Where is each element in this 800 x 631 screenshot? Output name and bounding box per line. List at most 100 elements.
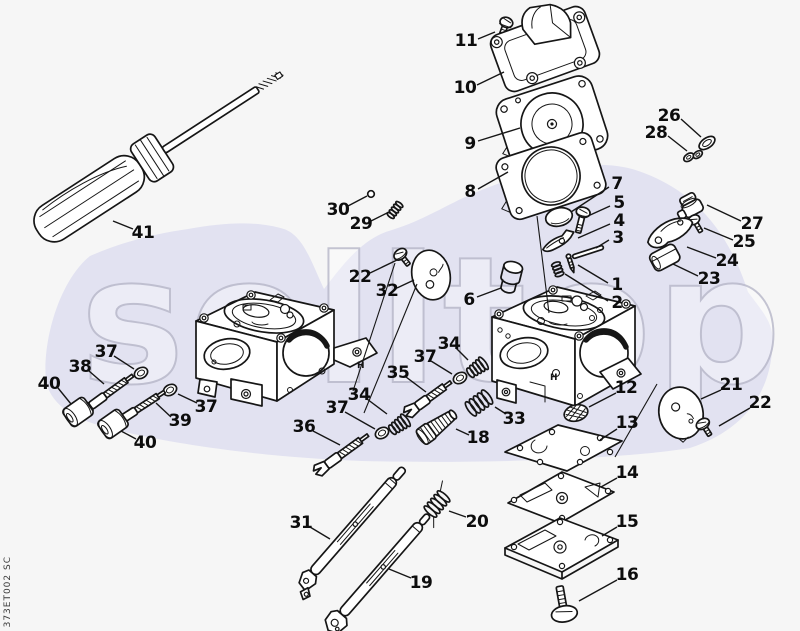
part-24-lever bbox=[647, 217, 694, 249]
part-21-cover-disc bbox=[657, 386, 705, 443]
part-12-screen bbox=[563, 403, 589, 423]
leader-line-10 bbox=[476, 71, 505, 86]
leader-line-32 bbox=[396, 279, 415, 289]
part-30-ball bbox=[366, 189, 376, 199]
part-29-spring bbox=[386, 200, 404, 220]
leader-line-31 bbox=[309, 526, 331, 540]
leader-line-24 bbox=[686, 246, 717, 259]
callout-40: 40 bbox=[37, 374, 61, 394]
callout-11: 11 bbox=[454, 31, 478, 51]
leader-line-41 bbox=[112, 220, 134, 230]
leader-line-11 bbox=[477, 31, 496, 40]
callout-33: 33 bbox=[502, 409, 526, 429]
leader-line-16 bbox=[578, 579, 618, 602]
leader-line-37 bbox=[430, 360, 453, 375]
leader-line-18 bbox=[455, 428, 470, 436]
leader-line-2 bbox=[564, 273, 609, 302]
leader-line-22 bbox=[369, 259, 398, 274]
leader-line-39 bbox=[155, 402, 172, 418]
callout-27: 27 bbox=[740, 214, 764, 234]
leader-line-34 bbox=[366, 398, 388, 415]
callout-1: 1 bbox=[611, 275, 623, 295]
callout-39: 39 bbox=[168, 411, 192, 431]
part-6-plug bbox=[500, 260, 524, 294]
part-19-throttle-shaft bbox=[324, 513, 431, 631]
callout-2: 2 bbox=[611, 293, 623, 313]
part-22-screw bbox=[695, 417, 713, 437]
leader-line-3 bbox=[595, 239, 610, 249]
part-20-spring bbox=[423, 480, 451, 529]
leader-line-33 bbox=[494, 406, 507, 415]
leader-line-37 bbox=[344, 411, 376, 430]
callout-19: 19 bbox=[409, 573, 433, 593]
callout-21: 21 bbox=[719, 375, 743, 395]
leader-line-21 bbox=[700, 389, 722, 400]
leader-line-30 bbox=[347, 195, 368, 207]
part-10-cover bbox=[489, 3, 601, 93]
part-28-washers bbox=[682, 149, 704, 163]
part-5-screw bbox=[574, 206, 591, 234]
callout-36: 36 bbox=[292, 417, 316, 437]
leader-line-37 bbox=[113, 355, 135, 370]
part-15-pump-cover bbox=[504, 517, 619, 580]
part-1-inlet-needle bbox=[565, 253, 575, 274]
leader-line-27 bbox=[706, 204, 742, 222]
leader-line-13 bbox=[599, 428, 618, 441]
callout-20: 20 bbox=[465, 512, 489, 532]
callout-22: 22 bbox=[348, 267, 372, 287]
leader-line-7 bbox=[570, 186, 610, 213]
part-4-metering-lever bbox=[542, 229, 575, 253]
callout-30: 30 bbox=[326, 200, 350, 220]
leader-line-20 bbox=[448, 510, 467, 518]
callout-15: 15 bbox=[615, 512, 639, 532]
part-right-carburetor-body bbox=[491, 285, 642, 407]
leader-line-15 bbox=[601, 526, 618, 537]
leader-line-19 bbox=[388, 568, 412, 579]
callout-23: 23 bbox=[697, 269, 721, 289]
callout-34: 34 bbox=[437, 334, 461, 354]
part-18-idle-screw bbox=[415, 409, 458, 446]
diagram-code: 373ET002 SC bbox=[3, 555, 13, 627]
leader-line-4 bbox=[577, 223, 611, 239]
callout-8: 8 bbox=[464, 182, 476, 202]
callout-31: 31 bbox=[289, 513, 313, 533]
callout-6: 6 bbox=[463, 290, 475, 310]
part-22-screw bbox=[393, 247, 411, 267]
part-36-adjusting-screw bbox=[312, 433, 370, 477]
leader-line-9 bbox=[477, 127, 521, 142]
callout-32: 32 bbox=[375, 281, 399, 301]
part-40-cap bbox=[97, 408, 129, 440]
callout-28: 28 bbox=[644, 123, 668, 143]
leader-line-23 bbox=[672, 263, 699, 277]
part-2-spring bbox=[550, 261, 565, 278]
part-37-o-ring bbox=[133, 366, 149, 380]
part-3-pin bbox=[571, 244, 605, 260]
part-14-pump-diaphragm bbox=[507, 471, 615, 524]
leader-line-36 bbox=[312, 430, 341, 446]
leader-line-1 bbox=[577, 264, 609, 284]
part-37-o-ring bbox=[374, 426, 390, 440]
callout-5: 5 bbox=[613, 193, 625, 213]
callout-13: 13 bbox=[615, 413, 639, 433]
leader-line-35 bbox=[405, 376, 427, 393]
leader-line-34 bbox=[455, 347, 469, 361]
callout-4: 4 bbox=[613, 211, 625, 231]
leader-line-37 bbox=[177, 393, 198, 404]
part-32-throttle-plate bbox=[410, 249, 452, 301]
callout-41: 41 bbox=[131, 223, 155, 243]
leader-line-14 bbox=[600, 477, 618, 488]
leader-line-8 bbox=[477, 171, 509, 190]
callout-37: 37 bbox=[413, 347, 437, 367]
install-line bbox=[614, 383, 658, 458]
leader-line-25 bbox=[703, 227, 734, 241]
leader-lines bbox=[57, 31, 751, 602]
part-7-plug-disc bbox=[544, 206, 574, 228]
leader-line-29 bbox=[370, 211, 390, 222]
callout-37: 37 bbox=[94, 342, 118, 362]
callout-38: 38 bbox=[68, 357, 92, 377]
leader-line-6 bbox=[476, 287, 502, 298]
callout-37: 37 bbox=[325, 398, 349, 418]
callout-40: 40 bbox=[133, 433, 157, 453]
